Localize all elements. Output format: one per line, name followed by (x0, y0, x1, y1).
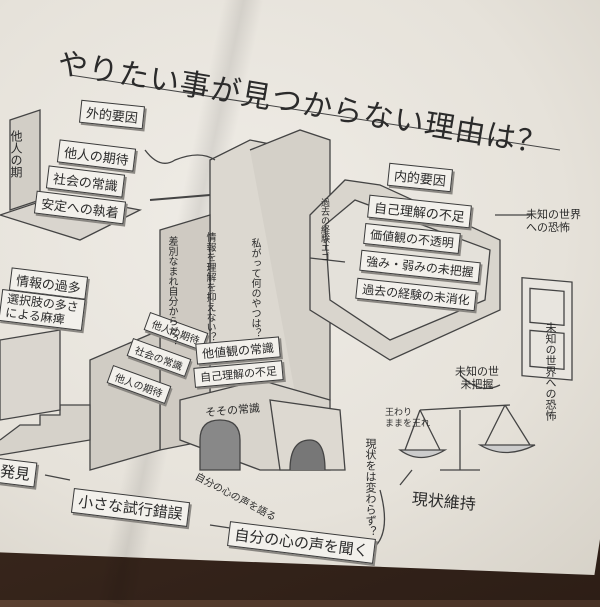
column-text: 私がって何のやつは？ (249, 238, 260, 338)
fear-line: 未知の世界 (526, 208, 581, 221)
flow-step-discovery: 発見 (0, 457, 38, 488)
note-line: 王わり (385, 408, 413, 418)
unknown-line: 未知の世 (455, 365, 499, 378)
note: 王わりままを王れ (385, 408, 430, 430)
column-text: 差別なまれ自分からだ？ (166, 236, 177, 346)
status-quo-question: 現状をは変わらず？ (364, 438, 377, 537)
column-text: 過去の経験エゴ (319, 198, 329, 261)
unknown-line: 未把握 (460, 378, 494, 391)
note-line: ままを王れ (385, 419, 431, 429)
side-label: 他人の期 (9, 130, 23, 178)
unknown-label: 未知の世未把握 (455, 365, 499, 391)
fear-label: 未知の世界への恐怖 (526, 208, 581, 234)
fear-line: への恐怖 (526, 221, 570, 234)
fear-vertical-label: 未知の世界への恐怖 (544, 322, 557, 421)
column-text: 情報を理解を抑えない？ (204, 232, 215, 342)
